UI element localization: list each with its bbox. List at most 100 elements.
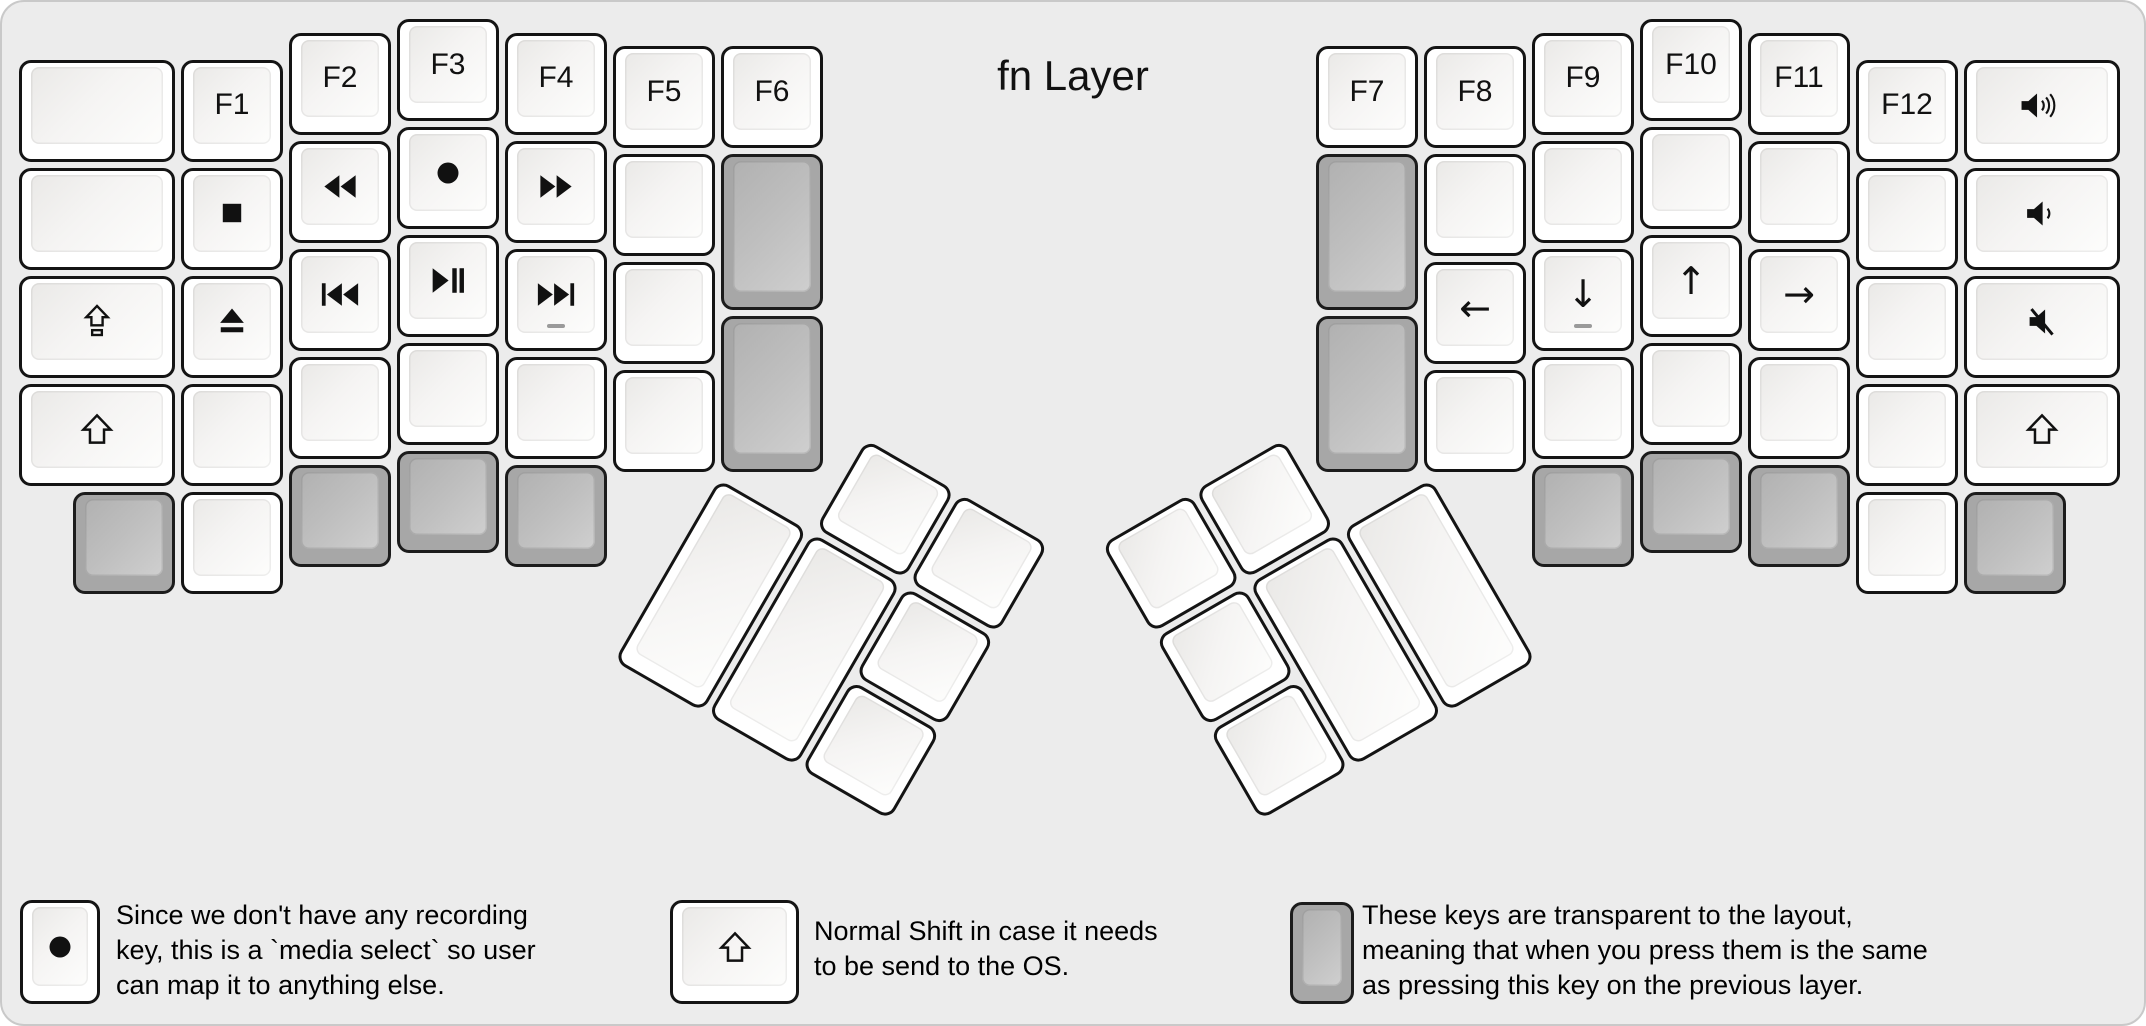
key-f9[interactable]: F9 xyxy=(1532,32,1634,135)
key-record[interactable] xyxy=(397,127,499,229)
keycap-face xyxy=(517,363,595,441)
keycap-face xyxy=(625,161,703,238)
mute-icon xyxy=(2022,306,2062,337)
key-f8[interactable]: F8 xyxy=(1424,46,1526,148)
keycap-face xyxy=(1868,174,1946,252)
key-f3[interactable]: F3 xyxy=(397,19,499,121)
key-transparent[interactable] xyxy=(505,464,607,567)
key-blank[interactable] xyxy=(613,262,715,364)
keycap-face xyxy=(193,282,271,360)
keycap-face xyxy=(1652,134,1730,211)
key-transparent[interactable] xyxy=(721,316,823,472)
legend-key-record xyxy=(20,900,100,1004)
key-f10[interactable]: F10 xyxy=(1640,19,1742,121)
key-f7[interactable]: F7 xyxy=(1316,46,1418,148)
key-label: F11 xyxy=(1774,61,1824,94)
key-blank[interactable] xyxy=(289,356,391,459)
key-shift[interactable] xyxy=(19,383,175,486)
key-transparent[interactable] xyxy=(1316,316,1418,472)
key-arrow-right[interactable]: → xyxy=(1748,248,1850,351)
key-blank[interactable] xyxy=(1856,167,1958,270)
key-blank[interactable] xyxy=(1640,343,1742,445)
key-blank[interactable] xyxy=(1640,127,1742,229)
key-transparent[interactable] xyxy=(1532,464,1634,567)
key-blank[interactable] xyxy=(613,370,715,472)
key-blank[interactable] xyxy=(1532,140,1634,243)
key-stop[interactable] xyxy=(181,167,283,270)
key-rewind[interactable] xyxy=(289,140,391,243)
key-transparent[interactable] xyxy=(721,154,823,310)
key-blank[interactable] xyxy=(1856,383,1958,486)
record-icon xyxy=(46,933,74,961)
key-blank[interactable] xyxy=(181,383,283,486)
keycap-face xyxy=(301,255,379,333)
arrow-right-icon: → xyxy=(1783,272,1815,316)
key-shift[interactable] xyxy=(1964,383,2120,486)
key-transparent[interactable] xyxy=(1640,451,1742,553)
key-label: F6 xyxy=(754,74,790,108)
key-f12[interactable]: F12 xyxy=(1856,59,1958,162)
keycap-face xyxy=(1328,161,1406,292)
key-f6[interactable]: F6 xyxy=(721,46,823,148)
key-blank[interactable] xyxy=(19,59,175,162)
key-next-track[interactable] xyxy=(505,248,607,351)
key-blank[interactable] xyxy=(19,167,175,270)
key-eject[interactable] xyxy=(181,275,283,378)
key-f5[interactable]: F5 xyxy=(613,46,715,148)
key-blank[interactable] xyxy=(1424,154,1526,256)
key-blank[interactable] xyxy=(613,154,715,256)
key-blank[interactable] xyxy=(1748,140,1850,243)
keycap-face xyxy=(193,390,271,468)
key-f2[interactable]: F2 xyxy=(289,32,391,135)
keycap-face xyxy=(1223,692,1330,799)
key-transparent[interactable] xyxy=(1964,491,2066,594)
key-blank[interactable] xyxy=(1532,356,1634,459)
key-volume-up[interactable] xyxy=(1964,59,2120,162)
key-f11[interactable]: F11 xyxy=(1748,32,1850,135)
key-fast-forward[interactable] xyxy=(505,140,607,243)
keycap-face xyxy=(1652,458,1730,535)
keycap-face: F2 xyxy=(301,39,379,117)
keycap-face xyxy=(1544,471,1622,549)
key-arrow-up[interactable]: ↑ xyxy=(1640,235,1742,337)
key-f4[interactable]: F4 xyxy=(505,32,607,135)
key-f1[interactable]: F1 xyxy=(181,59,283,162)
key-previous-track[interactable] xyxy=(289,248,391,351)
key-blank[interactable] xyxy=(1424,370,1526,472)
key-transparent[interactable] xyxy=(397,451,499,553)
key-play-pause[interactable] xyxy=(397,235,499,337)
key-caps-lock[interactable] xyxy=(19,275,175,378)
legend-text-transparent: These keys are transparent to the layout… xyxy=(1362,900,1928,1000)
key-blank[interactable] xyxy=(1856,491,1958,594)
keycap-face xyxy=(1760,363,1838,441)
key-blank[interactable] xyxy=(1748,356,1850,459)
keycap-face xyxy=(409,350,487,427)
keycap-face: ← xyxy=(1436,269,1514,346)
keycap-face xyxy=(1544,363,1622,441)
keycap-face xyxy=(1976,390,2108,468)
key-blank[interactable] xyxy=(181,491,283,594)
key-blank[interactable] xyxy=(397,343,499,445)
keycap-face xyxy=(1436,161,1514,238)
arrow-down-icon: ↓ xyxy=(1567,272,1599,316)
keycap-face xyxy=(301,147,379,225)
fast-forward-icon xyxy=(538,174,574,199)
key-transparent[interactable] xyxy=(1748,464,1850,567)
key-transparent[interactable] xyxy=(289,464,391,567)
shift-icon xyxy=(717,931,752,963)
keycap-face xyxy=(1208,451,1315,558)
shift-icon xyxy=(80,413,114,445)
key-transparent[interactable] xyxy=(73,491,175,594)
key-label: F8 xyxy=(1457,74,1493,108)
key-arrow-down[interactable]: ↓ xyxy=(1532,248,1634,351)
key-transparent[interactable] xyxy=(1316,154,1418,310)
keycap-face: F4 xyxy=(517,39,595,117)
key-label: F12 xyxy=(1881,88,1933,121)
key-arrow-left[interactable]: ← xyxy=(1424,262,1526,364)
key-blank[interactable] xyxy=(1856,275,1958,378)
key-volume-down[interactable] xyxy=(1964,167,2120,270)
key-mute[interactable] xyxy=(1964,275,2120,378)
key-blank[interactable] xyxy=(505,356,607,459)
key-label: F2 xyxy=(322,61,358,94)
